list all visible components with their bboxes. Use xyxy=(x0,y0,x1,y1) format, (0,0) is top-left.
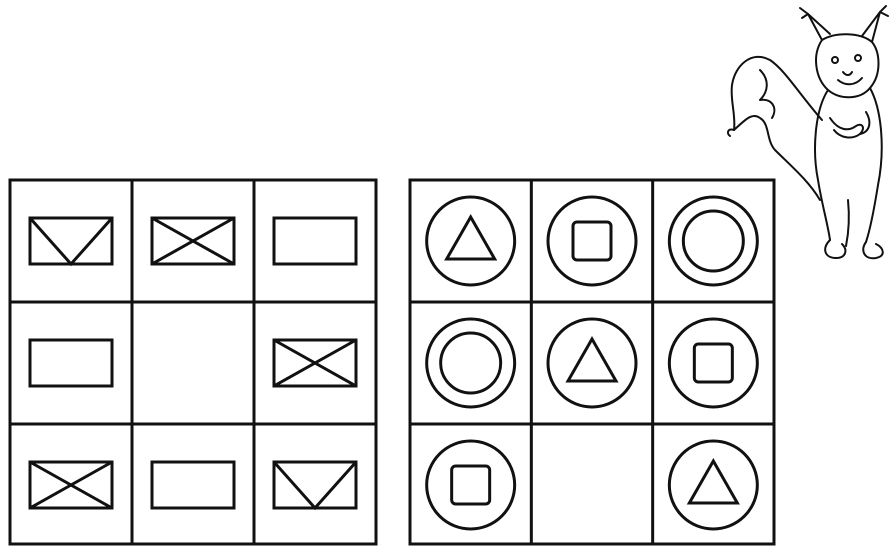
envelope-x-shape xyxy=(30,462,112,508)
circle-triangle-shape xyxy=(427,197,515,285)
rectangle-shape xyxy=(30,340,112,386)
circle-circle-shape xyxy=(669,197,757,285)
circle-circle-shape xyxy=(427,319,515,407)
circle-square-shape xyxy=(548,197,636,285)
circle-triangle-shape xyxy=(548,319,636,407)
grid-cell xyxy=(274,340,356,386)
circle-square-shape xyxy=(427,441,515,529)
grid-cell xyxy=(30,218,112,264)
envelope-v-shape xyxy=(274,462,356,508)
grid-cell xyxy=(152,218,234,264)
grid-cell xyxy=(427,197,515,285)
grid-cell xyxy=(30,462,112,508)
grid-cell xyxy=(669,197,757,285)
rectangle-shape xyxy=(274,218,356,264)
envelope-puzzle-grid xyxy=(10,180,376,544)
rectangle-shape xyxy=(152,462,234,508)
grid-cell xyxy=(274,462,356,508)
grid-cell xyxy=(427,441,515,529)
envelope-v-shape xyxy=(30,218,112,264)
grid-cell xyxy=(548,197,636,285)
circle-triangle-shape xyxy=(669,441,757,529)
grid-cell xyxy=(152,462,234,508)
grid-cell xyxy=(548,319,636,407)
grid-cell xyxy=(274,218,356,264)
grid-cell xyxy=(669,441,757,529)
grid-cell xyxy=(30,340,112,386)
grid-cell xyxy=(427,319,515,407)
grid-cell xyxy=(669,319,757,407)
circle-puzzle-grid xyxy=(410,180,774,544)
circle-square-shape xyxy=(669,319,757,407)
envelope-x-shape xyxy=(274,340,356,386)
envelope-x-shape xyxy=(152,218,234,264)
grid-frame xyxy=(410,180,774,544)
